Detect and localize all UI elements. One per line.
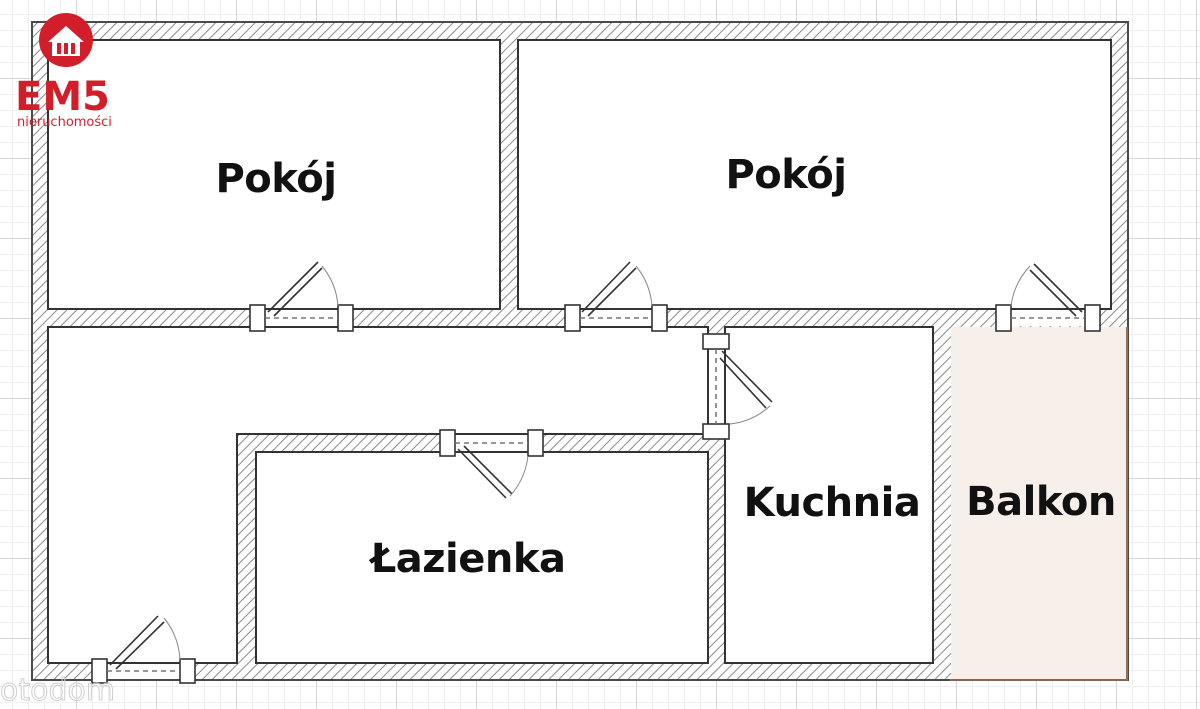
logo-tagline: nieruchomości	[17, 115, 112, 130]
hallway-interior	[47, 326, 709, 664]
watermark: otodom	[0, 673, 115, 708]
kitchen-interior	[724, 326, 934, 664]
room-label-bathroom: Łazienka	[369, 536, 566, 582]
room-label-kitchen: Kuchnia	[744, 480, 921, 526]
room-label-left: Pokój	[215, 156, 336, 202]
door-bathroom	[439, 429, 544, 499]
balcony-interior	[951, 327, 1127, 679]
door-kitchen	[702, 333, 773, 440]
room-label-right: Pokój	[725, 152, 846, 198]
walls	[31, 21, 1129, 681]
bathroom-interior	[255, 451, 709, 664]
door-right-room	[564, 261, 668, 332]
room-right-interior	[517, 39, 1112, 310]
door-balcony	[995, 263, 1101, 332]
brand-logo: EM5 nieruchomości	[15, 13, 112, 130]
logo-brand-text: EM5	[15, 74, 110, 120]
room-left-interior	[47, 39, 501, 310]
doors	[91, 261, 1101, 684]
door-entrance	[91, 615, 196, 684]
room-label-balcony: Balkon	[966, 479, 1116, 525]
door-left-room	[249, 261, 354, 332]
